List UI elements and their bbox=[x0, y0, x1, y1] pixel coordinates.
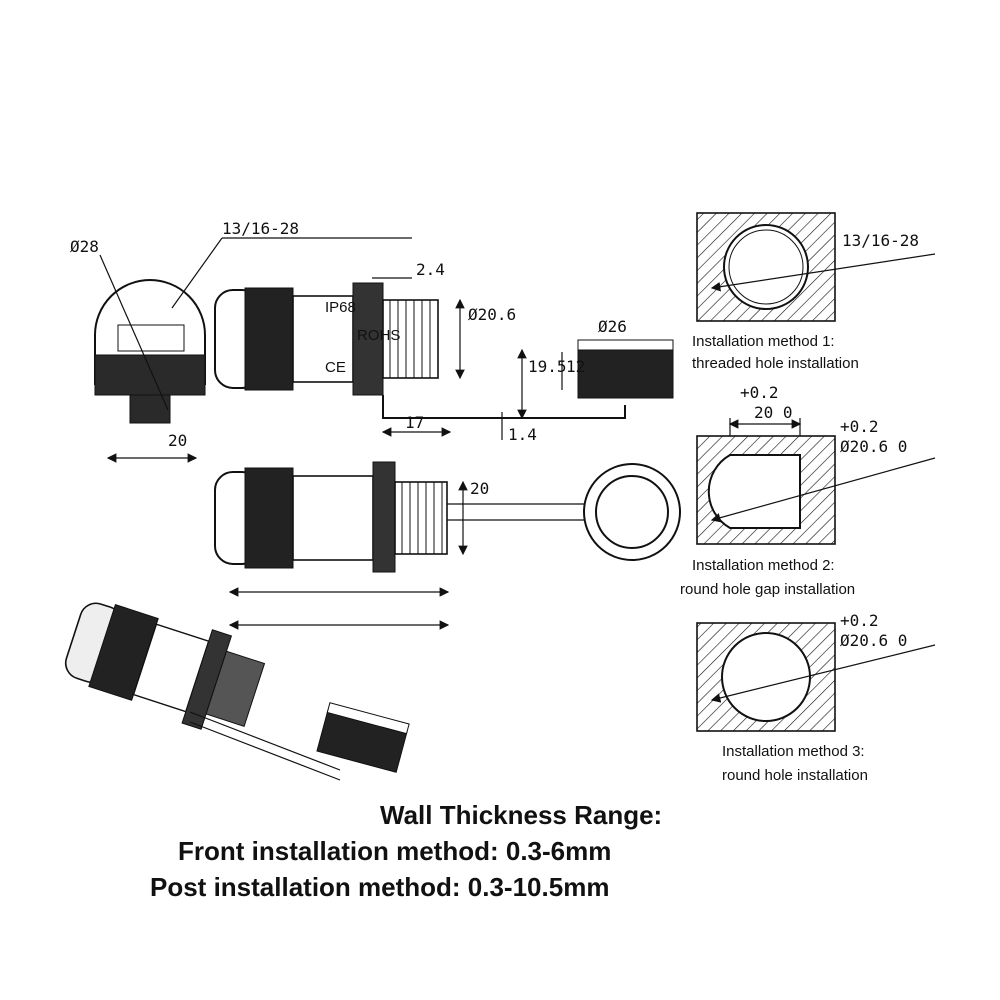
method2-tol-top: +0.2 bbox=[740, 383, 779, 402]
end-view-outline bbox=[94, 279, 206, 385]
method2-dim: Ø20.6 0 bbox=[840, 437, 907, 456]
method1-hole bbox=[723, 224, 809, 310]
method3-dim: Ø20.6 0 bbox=[840, 631, 907, 650]
persp-strap-2 bbox=[189, 721, 341, 781]
dim-17: 17 bbox=[405, 413, 424, 432]
dust-cap-side bbox=[577, 347, 674, 399]
leader-thread-top bbox=[171, 237, 223, 309]
method2-dim-line bbox=[710, 457, 936, 523]
threaded-body bbox=[382, 299, 439, 379]
wall-thickness-spec: Wall Thickness Range: Front installation… bbox=[150, 800, 662, 902]
method1-thread-ring bbox=[728, 229, 804, 305]
mark-ce: CE bbox=[325, 359, 346, 376]
spec-post: Post installation method: 0.3-10.5mm bbox=[150, 872, 609, 902]
dim-d28: Ø28 bbox=[70, 237, 99, 256]
end-view-hex-nut bbox=[94, 354, 206, 396]
cap-ring-inner bbox=[595, 475, 669, 549]
method1-caption-1: Installation method 1: bbox=[692, 333, 835, 350]
spec-front: Front installation method: 0.3-6mm bbox=[178, 836, 611, 866]
method3-caption-2: round hole installation bbox=[722, 767, 868, 784]
leader-d28 bbox=[99, 254, 169, 411]
gland-nut-2 bbox=[244, 467, 294, 569]
gland-nut bbox=[244, 287, 294, 391]
method2-width: 20 0 bbox=[754, 403, 793, 422]
dust-cap-rim bbox=[577, 339, 674, 351]
dim-20-front: 20 bbox=[168, 431, 187, 450]
persp-dust-cap-rim bbox=[326, 702, 410, 735]
installation-method-1: 13/16-28 Installation method 1: threaded… bbox=[692, 212, 936, 372]
dim-12: 12 bbox=[566, 357, 585, 376]
threaded-body-2 bbox=[394, 481, 448, 555]
method1-dim-line bbox=[710, 253, 936, 292]
installation-method-3: +0.2 Ø20.6 0 Installation method 3: roun… bbox=[696, 611, 936, 784]
side-view-assembled: IP68 CE ROHS 2.4 Ø20.6 17 1.4 19.5 12 Ø2… bbox=[214, 260, 674, 444]
front-end-view: Ø28 13/16-28 20 bbox=[70, 219, 412, 463]
dim-2-4: 2.4 bbox=[416, 260, 445, 279]
installation-method-2: +0.2 20 0 +0.2 Ø20.6 0 Installation meth… bbox=[680, 383, 936, 598]
connector-body-2 bbox=[292, 475, 374, 561]
dim-20-side: 20 bbox=[470, 479, 489, 498]
method3-dim-line bbox=[710, 644, 936, 703]
end-view-label-plate bbox=[117, 324, 185, 352]
persp-strap-1 bbox=[189, 711, 341, 771]
dim-thread-top: 13/16-28 bbox=[222, 219, 299, 238]
panel-nut bbox=[352, 282, 384, 396]
mark-rohs: ROHS bbox=[357, 327, 400, 344]
side-view-with-cap: 20 bbox=[214, 461, 681, 630]
method1-dim: 13/16-28 bbox=[842, 231, 919, 250]
method1-caption-2: threaded hole installation bbox=[692, 355, 859, 372]
lanyard-strap bbox=[382, 395, 626, 419]
dim-d26: Ø26 bbox=[598, 317, 627, 336]
method2-tol-right: +0.2 bbox=[840, 417, 879, 436]
dim-1-4: 1.4 bbox=[508, 425, 537, 444]
dim-19-5: 19.5 bbox=[528, 357, 567, 376]
connector-body bbox=[292, 295, 354, 383]
spec-title: Wall Thickness Range: bbox=[380, 800, 662, 830]
persp-thread bbox=[205, 650, 266, 727]
method2-caption-1: Installation method 2: bbox=[692, 557, 835, 574]
method2-caption-2: round hole gap installation bbox=[680, 581, 855, 598]
dim-d20-6: Ø20.6 bbox=[468, 305, 516, 324]
method3-caption-1: Installation method 3: bbox=[722, 743, 865, 760]
method3-hole bbox=[721, 632, 811, 722]
thread-lines bbox=[389, 300, 431, 378]
method2-hole bbox=[707, 454, 801, 529]
panel-nut-2 bbox=[372, 461, 396, 573]
perspective-view bbox=[64, 602, 410, 781]
thread-lines-2 bbox=[401, 482, 443, 554]
mark-ip68: IP68 bbox=[325, 299, 356, 316]
end-view-cable-stub bbox=[129, 394, 171, 424]
method3-tol-right: +0.2 bbox=[840, 611, 879, 630]
